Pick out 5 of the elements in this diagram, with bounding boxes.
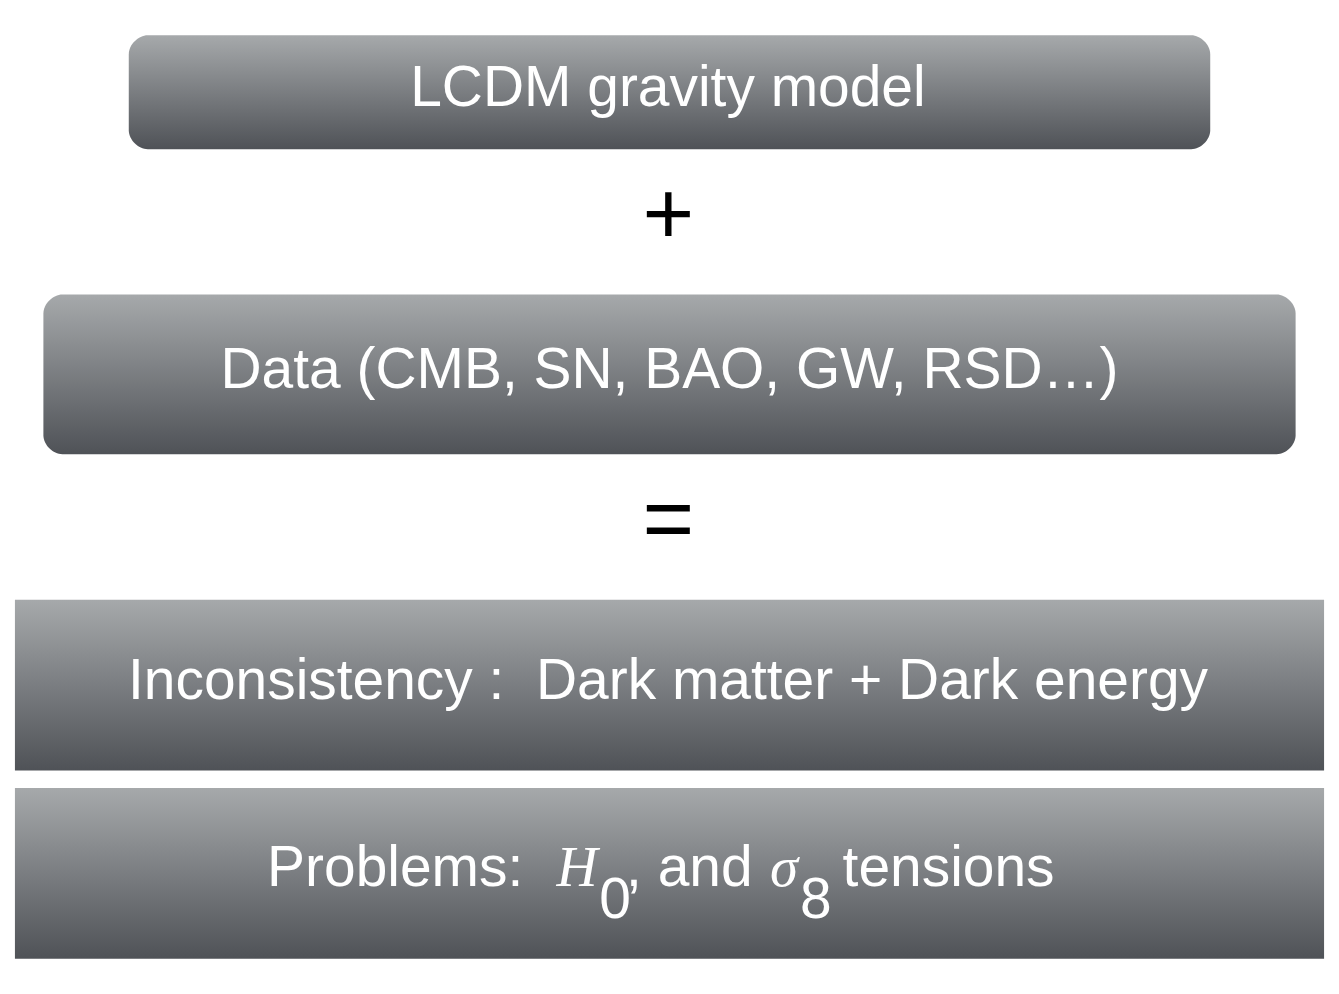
node-box: LCDM gravity model [128, 35, 1211, 150]
node-box: Data (CMB, SN, BAO, GW, RSD…) [43, 294, 1296, 455]
label: = [642, 468, 695, 568]
label: + [642, 163, 695, 263]
node-box: Inconsistency : Dark matter + Dark energy [14, 599, 1325, 771]
